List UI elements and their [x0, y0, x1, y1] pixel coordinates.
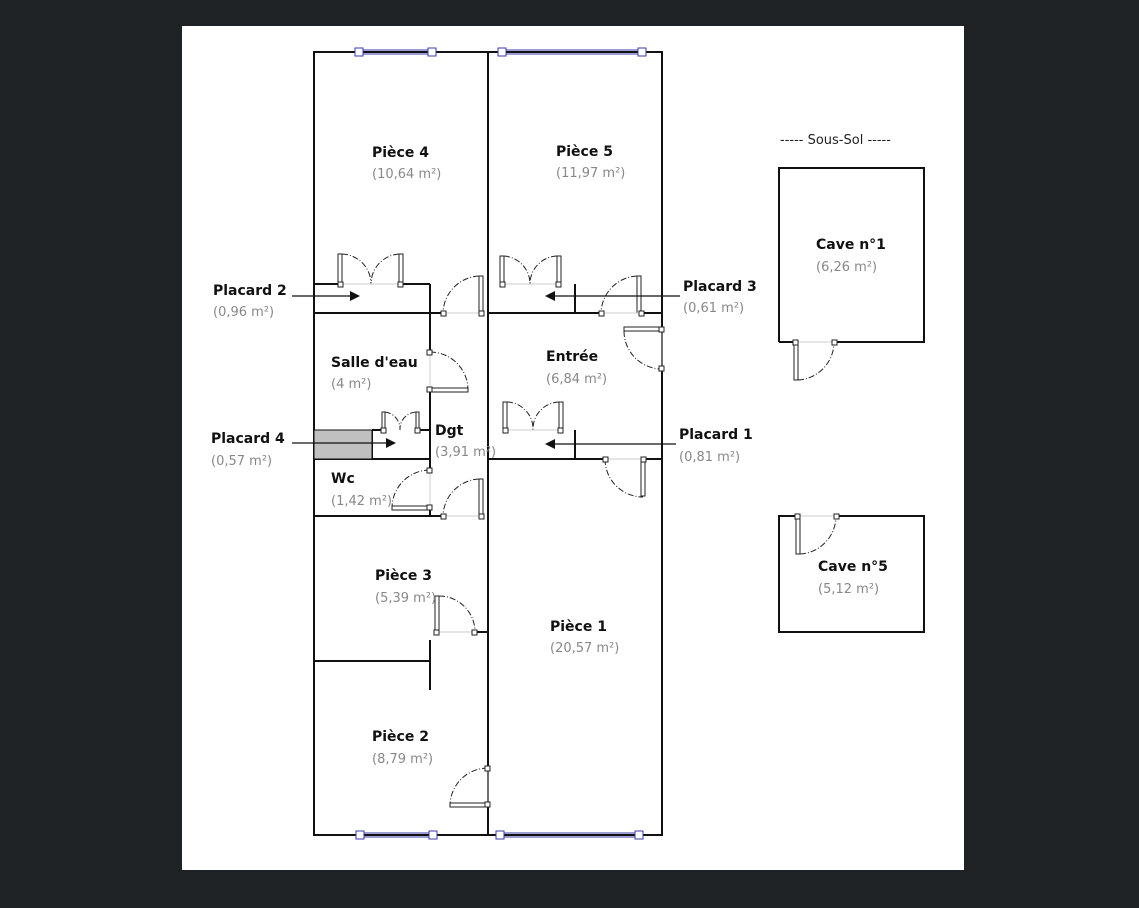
- placard3-area: (0,61 m²): [683, 301, 744, 316]
- salle-eau-name: Salle d'eau: [331, 355, 418, 371]
- salle-eau-door: [426, 349, 469, 393]
- placard4-name: Placard 4: [211, 431, 285, 447]
- walls: [313, 51, 925, 836]
- salle-eau-area: (4 m²): [331, 377, 371, 392]
- placard1-door: [502, 401, 564, 434]
- cave1-name: Cave n°1: [816, 237, 886, 253]
- cave1-walls: [778, 167, 925, 343]
- placard2-door: [337, 253, 404, 288]
- entrance-door: [623, 313, 665, 430]
- leader-arrows: [292, 291, 680, 449]
- placard4-door: [380, 411, 421, 434]
- piece3-area: (5,39 m²): [375, 591, 436, 606]
- entree-top-door: [598, 275, 645, 317]
- entree-bottom-door: [602, 456, 647, 498]
- piece1-name: Pièce 1: [550, 619, 607, 635]
- entree-name: Entrée: [546, 349, 598, 365]
- cave1-door: [792, 339, 838, 381]
- dgt-name: Dgt: [435, 423, 464, 439]
- basement-title: ----- Sous-Sol -----: [780, 133, 891, 148]
- piece4-area: (10,64 m²): [372, 167, 441, 182]
- room-labels: Pièce 4 (10,64 m²) Pièce 5 (11,97 m²) Pl…: [211, 133, 891, 767]
- dgt-area: (3,91 m²): [435, 445, 496, 460]
- corridor-bottom-door: [440, 478, 485, 520]
- cave5-walls: [778, 515, 925, 633]
- placard2-name: Placard 2: [213, 283, 287, 299]
- placard1-area: (0,81 m²): [679, 450, 740, 465]
- wc-area: (1,42 m²): [331, 494, 392, 509]
- entree-area: (6,84 m²): [546, 372, 607, 387]
- corridor-top-door: [440, 275, 485, 317]
- cave5-name: Cave n°5: [818, 559, 888, 575]
- placard1-name: Placard 1: [679, 427, 753, 443]
- cave1-area: (6,26 m²): [816, 260, 877, 275]
- doors: [337, 253, 840, 808]
- placard4-shelf: [313, 429, 373, 460]
- piece2-name: Pièce 2: [372, 729, 429, 745]
- floor-plan: Pièce 4 (10,64 m²) Pièce 5 (11,97 m²) Pl…: [211, 47, 925, 840]
- placard3-door: [499, 255, 562, 288]
- wc-door: [391, 467, 433, 511]
- piece3-name: Pièce 3: [375, 568, 432, 584]
- placard2-area: (0,96 m²): [213, 305, 274, 320]
- piece5-name: Pièce 5: [556, 144, 613, 160]
- wc-name: Wc: [331, 471, 355, 487]
- floor-plan-sheet: Pièce 4 (10,64 m²) Pièce 5 (11,97 m²) Pl…: [182, 26, 964, 870]
- cave5-area: (5,12 m²): [818, 582, 879, 597]
- placard4-area: (0,57 m²): [211, 454, 272, 469]
- piece2-area: (8,79 m²): [372, 752, 433, 767]
- piece1-area: (20,57 m²): [550, 641, 619, 656]
- placard3-name: Placard 3: [683, 279, 757, 295]
- piece5-area: (11,97 m²): [556, 166, 625, 181]
- cave5-door: [794, 513, 840, 555]
- windows: [354, 47, 647, 840]
- piece3-door: [433, 595, 478, 636]
- piece4-name: Pièce 4: [372, 145, 429, 161]
- piece2-door: [449, 765, 491, 808]
